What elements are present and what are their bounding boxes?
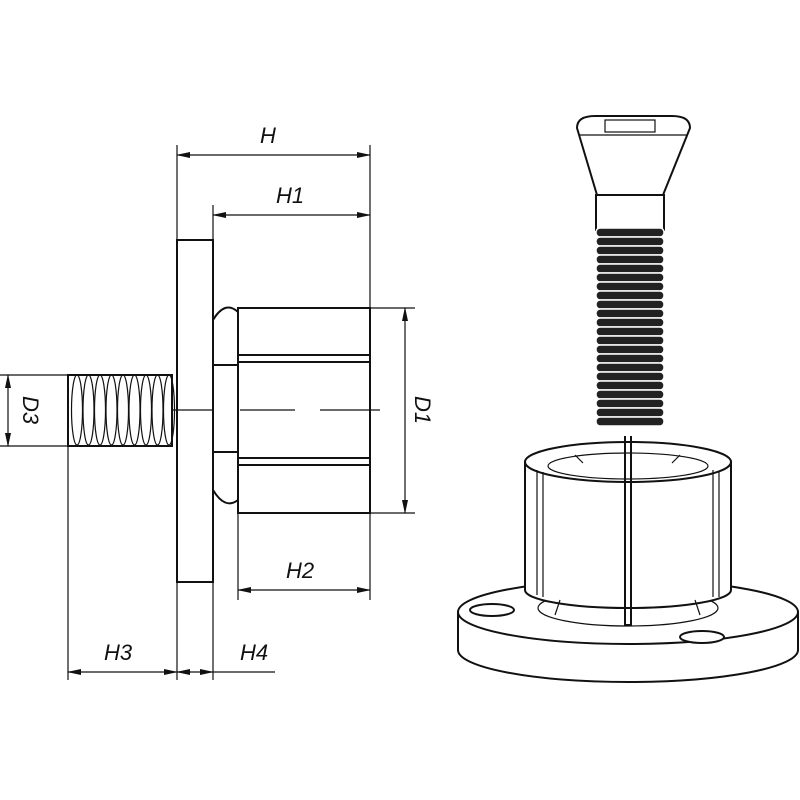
- thread-turn: [595, 326, 665, 337]
- mounting-hole: [679, 630, 725, 644]
- label-H4: H4: [240, 640, 268, 665]
- thread-turn: [595, 335, 665, 346]
- stud-threads: [70, 374, 176, 446]
- thread-crest: [151, 374, 164, 446]
- thread-crest: [70, 374, 84, 446]
- thread-turn: [595, 281, 665, 292]
- hex-socket-icon: [604, 119, 656, 133]
- screw-head: [575, 115, 692, 196]
- mounting-hole: [469, 603, 515, 617]
- label-H2: H2: [286, 558, 314, 583]
- thread-turn: [595, 362, 665, 373]
- screw: [575, 115, 692, 427]
- thread-crest: [128, 374, 141, 446]
- thread-crest: [93, 374, 107, 446]
- label-H: H: [260, 123, 276, 148]
- thread-turn: [595, 353, 665, 364]
- collet-iso: [457, 436, 799, 683]
- neck-slots: [213, 364, 238, 453]
- thread-turn: [595, 299, 665, 310]
- thread-turn: [595, 245, 665, 256]
- thread-turn: [595, 389, 665, 400]
- flange-plate: [176, 239, 214, 583]
- thread-turn: [595, 380, 665, 391]
- thread-crest: [116, 374, 130, 446]
- thread-crest: [139, 374, 153, 446]
- thread-turn: [595, 227, 665, 238]
- thread-crest: [105, 374, 118, 446]
- neck-fillet: [212, 306, 239, 505]
- label-H3: H3: [104, 640, 133, 665]
- body-grooves: [238, 354, 370, 466]
- label-D1: D1: [410, 396, 435, 424]
- label-H1: H1: [276, 183, 304, 208]
- thread-crest: [82, 374, 95, 446]
- thread-turn: [595, 398, 665, 409]
- thread-turn: [595, 290, 665, 301]
- side-view: [67, 239, 380, 583]
- iso-collet-body: [524, 461, 732, 609]
- thread-turn: [595, 416, 665, 427]
- thread-turn: [595, 371, 665, 382]
- thread-turn: [595, 317, 665, 328]
- thread-turn: [595, 236, 665, 247]
- screw-threads: [595, 227, 665, 427]
- thread-turn: [595, 344, 665, 355]
- thread-turn: [595, 254, 665, 265]
- thread-turn: [595, 308, 665, 319]
- thread-turn: [595, 407, 665, 418]
- thread-turn: [595, 263, 665, 274]
- dimension-lines: H H1 H2 H3 H4 D1 D3: [0, 123, 435, 680]
- thread-turn: [595, 272, 665, 283]
- label-D3: D3: [18, 396, 43, 425]
